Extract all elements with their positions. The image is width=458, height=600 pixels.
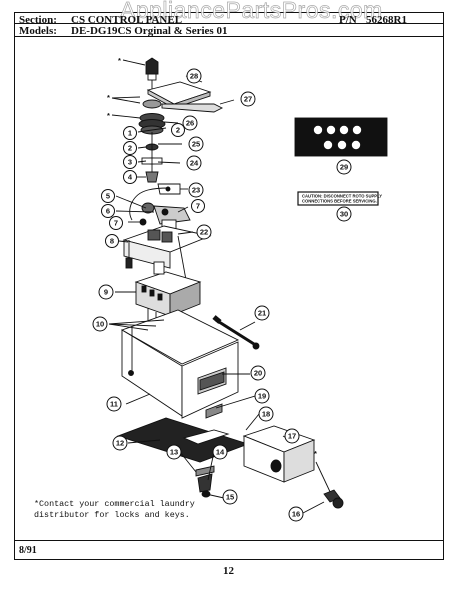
asterisk-marker: *	[107, 111, 110, 120]
callout-26	[182, 115, 198, 131]
part-number-label: P/N	[339, 14, 357, 26]
callout-4	[123, 170, 137, 184]
callout-label: 17	[288, 432, 296, 441]
asterisk-marker: *	[314, 449, 317, 458]
asterisk-marker: *	[107, 93, 110, 102]
callout-6	[101, 204, 115, 218]
callout-label: 26	[186, 119, 194, 128]
callout-29	[336, 159, 352, 175]
callout-22	[196, 224, 212, 240]
callout-16	[288, 506, 304, 522]
note-line-1: *Contact your commercial laundry	[34, 499, 195, 509]
footer-divider	[14, 540, 444, 541]
callout-5	[101, 189, 115, 203]
callout-18	[258, 406, 274, 422]
callout-label: 23	[192, 186, 200, 195]
callout-25	[188, 136, 204, 152]
callout-7b	[109, 216, 123, 230]
revision-date: 8/91	[19, 545, 37, 556]
page-frame	[14, 12, 444, 560]
callout-21	[254, 305, 270, 321]
locks-keys-note: *Contact your commercial laundry distrib…	[34, 499, 195, 521]
callout-label: 28	[190, 72, 198, 81]
callout-label: 22	[200, 228, 208, 237]
callout-7a	[191, 199, 205, 213]
part-number-value: 56268R1	[366, 14, 407, 26]
watermark: AppliancePartsPros.com	[120, 0, 383, 23]
header-divider-2	[14, 36, 444, 37]
callout-1	[123, 126, 137, 140]
callout-8	[105, 234, 119, 248]
callout-17	[284, 428, 300, 444]
callout-label: 19	[258, 392, 266, 401]
callout-label: 2	[128, 144, 132, 153]
caution-line-2: CONNECTIONS BEFORE SERVICING.	[302, 199, 377, 204]
section-value: CS CONTROL PANEL	[71, 14, 183, 26]
callout-10	[92, 316, 108, 332]
callout-label: 15	[226, 493, 234, 502]
page-number: 12	[223, 565, 234, 577]
callout-12	[112, 435, 128, 451]
callout-label: 9	[104, 288, 108, 297]
callout-label: 4	[128, 173, 133, 182]
callout-label: 27	[244, 95, 252, 104]
caution-line-1: CAUTION: DISCONNECT ROTO SUPPLY	[302, 194, 382, 199]
callout-13	[166, 444, 182, 460]
callout-label: 14	[216, 448, 225, 457]
control-panel-decal	[294, 117, 388, 157]
callout-label: 29	[340, 163, 348, 172]
callout-14	[212, 444, 228, 460]
models-label: Models:	[19, 25, 57, 37]
callout-label: 3	[128, 158, 132, 167]
asterisk-marker: *	[118, 56, 121, 65]
callout-28	[186, 68, 202, 84]
callout-label: 11	[110, 400, 118, 409]
callout-label: 20	[254, 369, 262, 378]
callout-label: 8	[110, 237, 114, 246]
callout-label: 6	[106, 207, 110, 216]
callout-label: 16	[292, 510, 300, 519]
callout-20	[250, 365, 266, 381]
note-line-2: distributor for locks and keys.	[34, 510, 190, 520]
callout-24	[186, 155, 202, 171]
callout-label: 5	[106, 192, 110, 201]
callout-label: 18	[262, 410, 270, 419]
callout-label: 1	[128, 129, 132, 138]
callout-label: 25	[192, 140, 200, 149]
callout-11	[106, 396, 122, 412]
header-divider-1	[14, 23, 444, 24]
caution-decal	[297, 191, 379, 206]
models-value: DE-DG19CS Orginal & Series 01	[71, 25, 228, 37]
callout-label: 7	[196, 202, 200, 211]
callout-23	[188, 182, 204, 198]
callout-9	[98, 284, 114, 300]
callout-label: 12	[116, 439, 124, 448]
callout-label: 21	[258, 309, 266, 318]
callout-label: 24	[190, 159, 199, 168]
callout-15	[222, 489, 238, 505]
callout-label: 30	[340, 210, 348, 219]
callout-2b	[123, 141, 137, 155]
callout-27	[240, 91, 256, 107]
callout-label: 10	[96, 320, 104, 329]
callout-2a	[171, 123, 185, 137]
callout-19	[254, 388, 270, 404]
callout-3	[123, 155, 137, 169]
callout-label: 13	[170, 448, 178, 457]
callout-label: 7	[114, 219, 118, 228]
callout-30	[336, 206, 352, 222]
callout-label: 2	[176, 126, 180, 135]
section-label: Section:	[19, 14, 57, 26]
